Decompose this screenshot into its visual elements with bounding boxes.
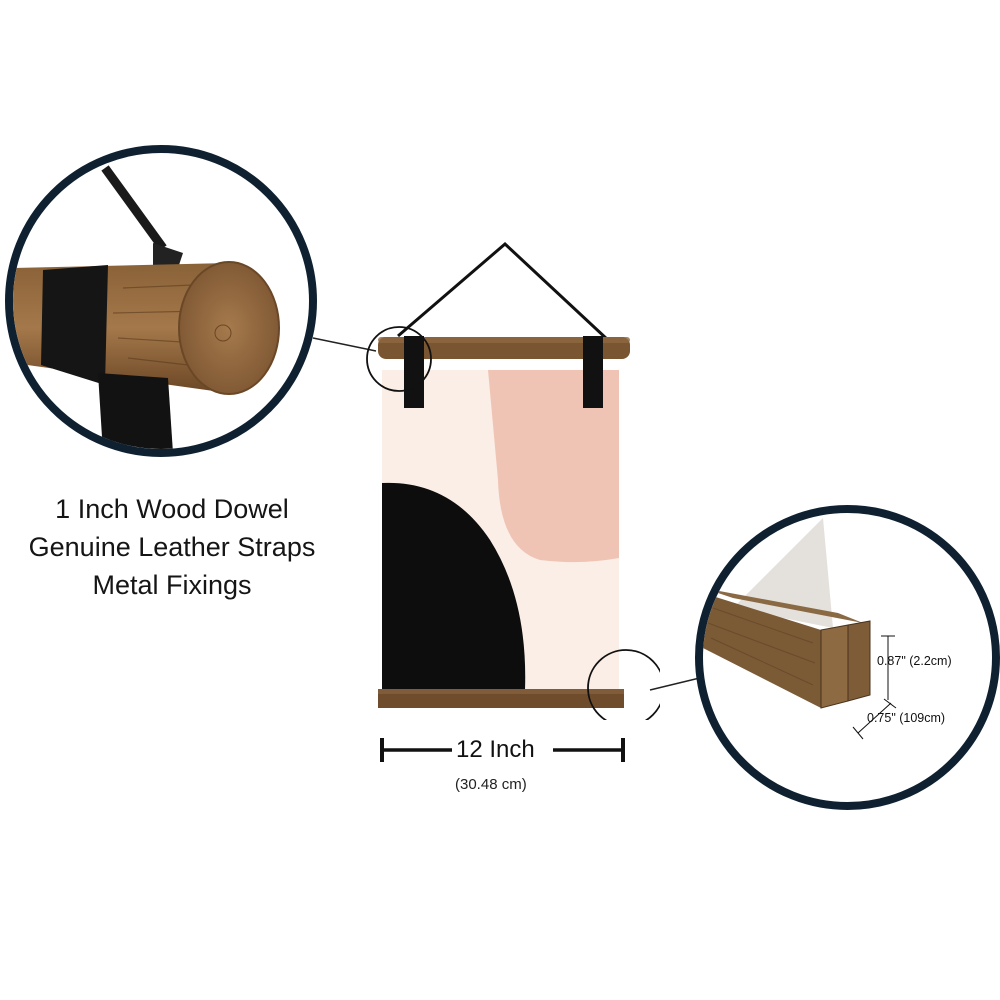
rail-detail-circle (695, 505, 1000, 810)
feature-list: 1 Inch Wood Dowel Genuine Leather Straps… (20, 490, 324, 604)
rail-height-label: 0.87" (2.2cm) (877, 654, 952, 668)
dimension-bar-icon (380, 738, 625, 762)
poster-hanger-illustration (366, 241, 660, 720)
dowel-detail-circle (5, 145, 317, 457)
width-label: 12 Inch (456, 736, 535, 763)
width-dimension: 12 Inch (380, 735, 625, 765)
feature-metal-fixings: Metal Fixings (92, 570, 252, 600)
dowel-closeup-illustration (13, 165, 280, 449)
width-metric-label: (30.48 cm) (455, 776, 527, 793)
rail-depth-label: 0.75" (109cm) (867, 711, 946, 725)
feature-leather-straps: Genuine Leather Straps (28, 532, 316, 562)
rail-closeup-illustration (703, 518, 897, 740)
feature-wood-dowel: 1 Inch Wood Dowel (55, 494, 289, 524)
